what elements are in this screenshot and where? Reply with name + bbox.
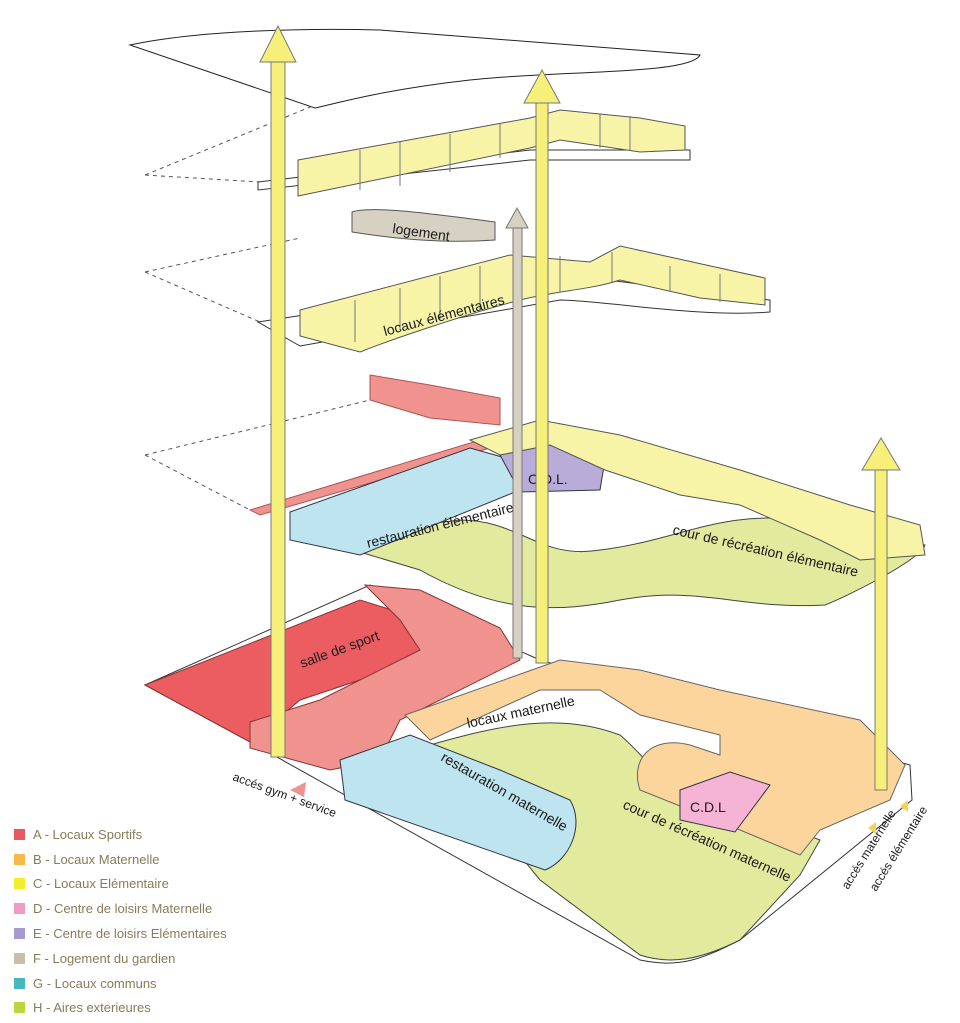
legend-swatch bbox=[14, 977, 25, 989]
legend-swatch bbox=[14, 878, 25, 890]
legend-swatch bbox=[14, 853, 25, 865]
acces-gym-marker bbox=[290, 782, 306, 797]
logement-label: logement bbox=[392, 220, 451, 244]
legend-item: E - Centre de loisirs Elémentaires bbox=[14, 921, 314, 946]
level-3-block-dividers bbox=[359, 114, 631, 190]
elementaire-ground-block bbox=[468, 419, 926, 561]
level-2-block-dividers bbox=[354, 252, 721, 342]
level-3-slab bbox=[257, 149, 691, 191]
legend-label: A - Locaux Sportifs bbox=[33, 826, 143, 842]
legend-swatch bbox=[14, 952, 25, 964]
acces-maternelle-marker bbox=[868, 822, 876, 834]
legend-item: A - Locaux Sportifs bbox=[14, 822, 314, 847]
legend-label: H - Aires exterieures bbox=[33, 1000, 151, 1016]
legend-swatch bbox=[14, 828, 25, 840]
legend-item: D - Centre de loisirs Maternelle bbox=[14, 896, 314, 921]
legend-swatch bbox=[14, 1002, 25, 1014]
circulation-arrows bbox=[259, 24, 901, 791]
legend-item: B - Locaux Maternelle bbox=[14, 847, 314, 872]
legend-swatch bbox=[14, 903, 25, 915]
level-3-elementaire-block bbox=[297, 109, 686, 197]
legend-label: B - Locaux Maternelle bbox=[33, 851, 160, 867]
legend-label: E - Centre de loisirs Elémentaires bbox=[33, 926, 227, 942]
arrow-logement bbox=[505, 206, 529, 659]
level-3 bbox=[144, 104, 691, 197]
logement-shape bbox=[351, 209, 496, 242]
arrow-left bbox=[259, 24, 297, 758]
level-2: locaux élémentaires bbox=[144, 237, 771, 353]
roof-level bbox=[128, 28, 701, 109]
level-2-elementaire-block bbox=[299, 245, 766, 353]
level-1: restauration élémentaire C.D.L. cour de … bbox=[144, 374, 926, 609]
logement-block: logement bbox=[351, 209, 496, 244]
legend-item: H - Aires exterieures bbox=[14, 996, 314, 1021]
level-0: salle de sport locaux maternelle restaur… bbox=[143, 584, 913, 964]
legend-label: F - Logement du gardien bbox=[33, 950, 176, 966]
cdl-maternelle bbox=[679, 771, 771, 833]
maternelle-blocks bbox=[404, 659, 906, 856]
legend-item: C - Locaux Elémentaire bbox=[14, 872, 314, 897]
level-2-outline bbox=[144, 237, 301, 323]
sport-blocks bbox=[249, 584, 521, 771]
legend-label: D - Centre de loisirs Maternelle bbox=[33, 901, 213, 917]
acces-elementaire-marker bbox=[900, 800, 908, 812]
restauration-maternelle bbox=[339, 734, 577, 871]
level-3-outline bbox=[144, 104, 316, 183]
level-1-outline bbox=[144, 399, 371, 511]
roof-outline bbox=[128, 28, 701, 109]
legend: A - Locaux Sportifs B - Locaux Maternelle… bbox=[14, 822, 314, 1020]
arrow-right bbox=[861, 437, 901, 791]
legend-swatch bbox=[14, 928, 25, 940]
arrow-center bbox=[523, 68, 561, 664]
cour-elementaire bbox=[294, 517, 926, 609]
legend-label: G - Locaux communs bbox=[33, 975, 157, 991]
legend-item: G - Locaux communs bbox=[14, 971, 314, 996]
legend-label: C - Locaux Elémentaire bbox=[33, 876, 169, 892]
cdl-maternelle-label: C.D.L bbox=[690, 799, 726, 815]
legend-item: F - Logement du gardien bbox=[14, 946, 314, 971]
